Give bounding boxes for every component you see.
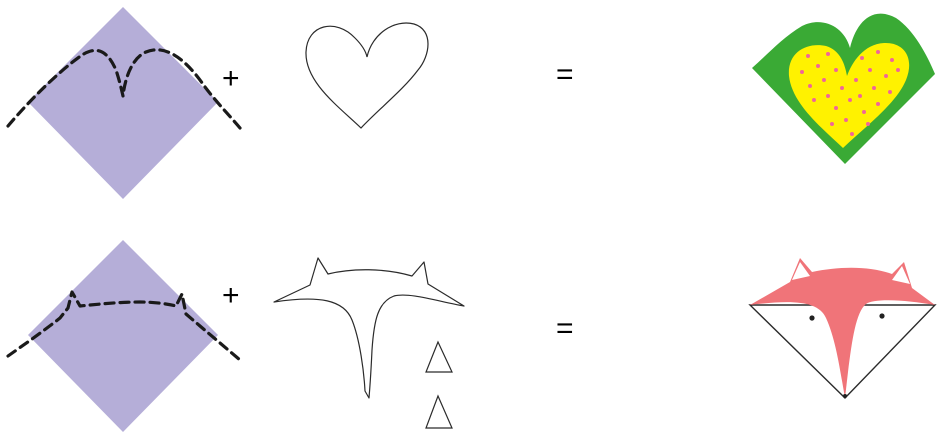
paper-diamond <box>28 7 218 199</box>
folded-paper-diamond-heart <box>8 7 240 199</box>
heart-outline-template <box>306 23 428 128</box>
ear-triangle-outline <box>426 342 452 372</box>
result-heart <box>752 14 935 164</box>
folded-paper-diamond-fox <box>8 240 240 432</box>
fox-outline-template <box>274 258 464 398</box>
ear-triangle-outline <box>426 396 452 428</box>
row-fox: + = <box>8 240 935 432</box>
fox-nose <box>843 394 847 398</box>
fox-eye-left <box>809 315 814 320</box>
plus-sign: + <box>222 62 240 95</box>
result-fox-face <box>750 258 935 398</box>
plus-sign: + <box>222 279 240 312</box>
equals-sign: = <box>556 312 574 345</box>
fox-eye-right <box>879 313 884 318</box>
equals-sign: = <box>556 58 574 91</box>
paper-diamond <box>28 240 218 432</box>
row-heart: + = <box>8 7 935 199</box>
